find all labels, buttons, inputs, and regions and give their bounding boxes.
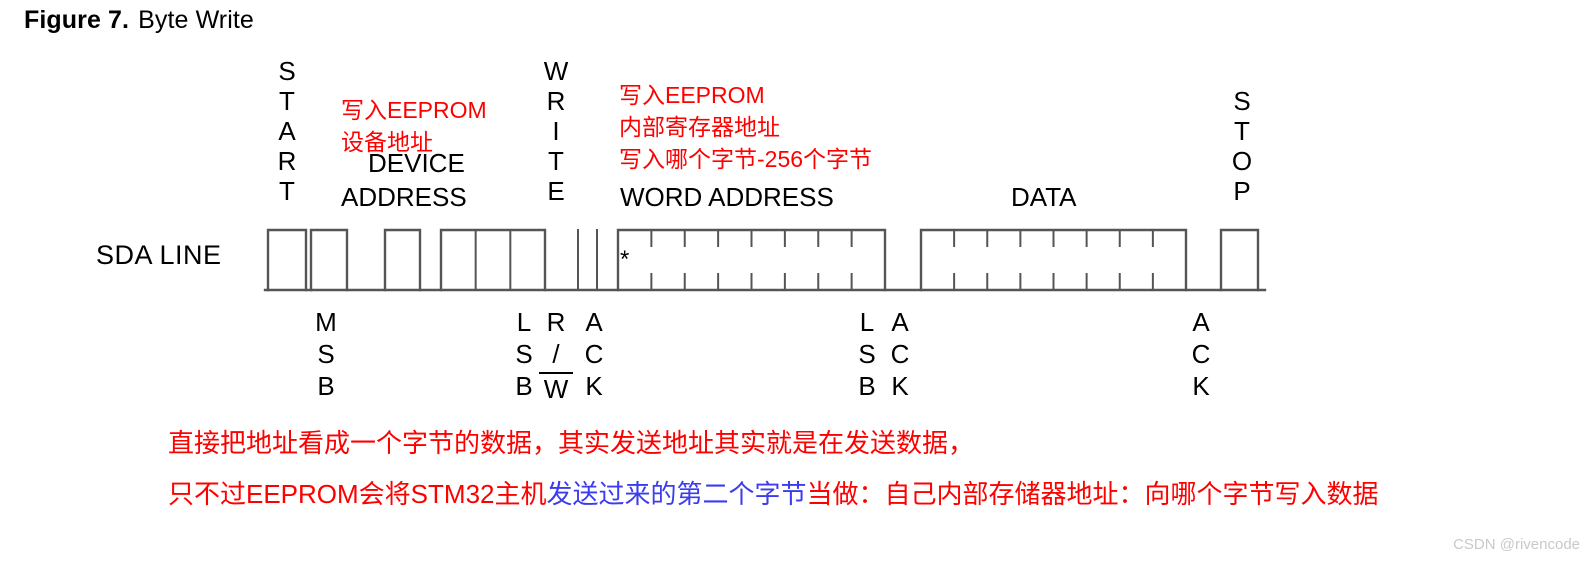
- figure-title: Figure 7. Byte Write: [24, 6, 254, 35]
- word-ack-marker: A C K: [884, 306, 916, 402]
- word-ack-letter-c: C: [890, 339, 910, 369]
- word-lsb-letter-l: L: [859, 307, 875, 337]
- write-phase-label: W R I T E: [537, 56, 575, 206]
- start-letter-r: R: [277, 146, 297, 176]
- start-letter-t2: T: [279, 176, 295, 206]
- word-address-asterisk: *: [620, 246, 630, 273]
- data-caption: DATA: [1011, 182, 1077, 212]
- device-address-annotation: 写入EEPROM 设备地址: [341, 94, 487, 158]
- watermark: CSDN @rivencode: [1453, 536, 1580, 553]
- write-letter-e: E: [547, 176, 565, 206]
- msb-marker: M S B: [311, 306, 341, 402]
- stop-letter-s: S: [1233, 86, 1251, 116]
- word-ack-letter-k: K: [891, 371, 909, 401]
- device-annotation-line-2: 设备地址: [341, 129, 433, 155]
- device-address-block: [439, 228, 547, 292]
- note-line-2-red-start: 只不过EEPROM会将STM32主机: [168, 479, 547, 509]
- word-lsb-letter-s: S: [858, 339, 876, 369]
- start-letter-a: A: [278, 116, 296, 146]
- note-line-2: 只不过EEPROM会将STM32主机发送过来的第二个字节当做：自己内部存储器地址…: [168, 474, 1379, 511]
- data-ack-letter-c: C: [1191, 339, 1211, 369]
- note-line-1: 直接把地址看成一个字节的数据，其实发送地址其实就是在发送数据，: [168, 428, 975, 458]
- device-ack-letter-k: K: [585, 371, 603, 401]
- rw-slash: /: [552, 339, 560, 369]
- start-letter-s: S: [278, 56, 296, 86]
- stop-pulse: [1219, 228, 1260, 292]
- rw-letter-r: R: [546, 307, 566, 337]
- word-lsb-letter-b: B: [858, 371, 876, 401]
- note-line-2-red-end: 当做：自己内部存储器地址：向哪个字节写入数据: [806, 479, 1379, 509]
- write-letter-w: W: [543, 56, 569, 86]
- rw-marker: R / W: [539, 306, 573, 404]
- stop-letter-p: P: [1233, 176, 1251, 206]
- write-letter-r: R: [546, 86, 566, 116]
- word-ack-letter-a: A: [891, 307, 909, 337]
- word-annotation-line-2: 内部寄存器地址: [619, 114, 780, 140]
- rw-letter-w-overline: W: [539, 372, 573, 404]
- device-annotation-line-1: 写入EEPROM: [341, 97, 487, 123]
- device-address-caption-line2: ADDRESS: [341, 182, 467, 212]
- start-pulse: [266, 228, 308, 292]
- figure-label: Figure 7.: [24, 6, 130, 34]
- msb-letter-m: M: [315, 307, 337, 337]
- write-letter-i: I: [552, 116, 560, 146]
- device-address-caption-line1: DEVICE: [368, 148, 465, 178]
- word-lsb-marker: L S B: [852, 306, 882, 402]
- word-annotation-line-3: 写入哪个字节-256个字节: [619, 146, 873, 172]
- data-ack-letter-a: A: [1192, 307, 1210, 337]
- device-ack-marker: A C K: [578, 306, 610, 402]
- device-lsb-marker: L S B: [509, 306, 539, 402]
- stop-phase-label: S T O P: [1223, 86, 1261, 206]
- data-ack-letter-k: K: [1192, 371, 1210, 401]
- msb-letter-s: S: [317, 339, 335, 369]
- start-phase-label: S T A R T: [268, 56, 306, 206]
- word-address-caption: WORD ADDRESS: [620, 182, 834, 212]
- stop-letter-o: O: [1231, 146, 1253, 176]
- note-line-2-blue-phrase: 发送过来的第二个字节: [546, 479, 807, 509]
- write-letter-t: T: [548, 146, 564, 176]
- device-lsb-letter-l: L: [516, 307, 532, 337]
- msb-bit-pulse: [309, 228, 349, 292]
- data-ack-marker: A C K: [1185, 306, 1217, 402]
- figure-name: Byte Write: [138, 6, 254, 34]
- start-letter-t: T: [279, 86, 295, 116]
- sda-line-label: SDA LINE: [96, 240, 222, 270]
- device-lsb-letter-b: B: [515, 371, 533, 401]
- device-lsb-letter-s: S: [515, 339, 533, 369]
- device-bit-pulse: [383, 228, 422, 292]
- msb-letter-b: B: [317, 371, 335, 401]
- device-ack-letter-a: A: [585, 307, 603, 337]
- word-annotation-line-1: 写入EEPROM: [619, 82, 765, 108]
- word-address-annotation: 写入EEPROM 内部寄存器地址 写入哪个字节-256个字节: [619, 79, 872, 175]
- stop-letter-t: T: [1234, 116, 1250, 146]
- device-ack-letter-c: C: [584, 339, 604, 369]
